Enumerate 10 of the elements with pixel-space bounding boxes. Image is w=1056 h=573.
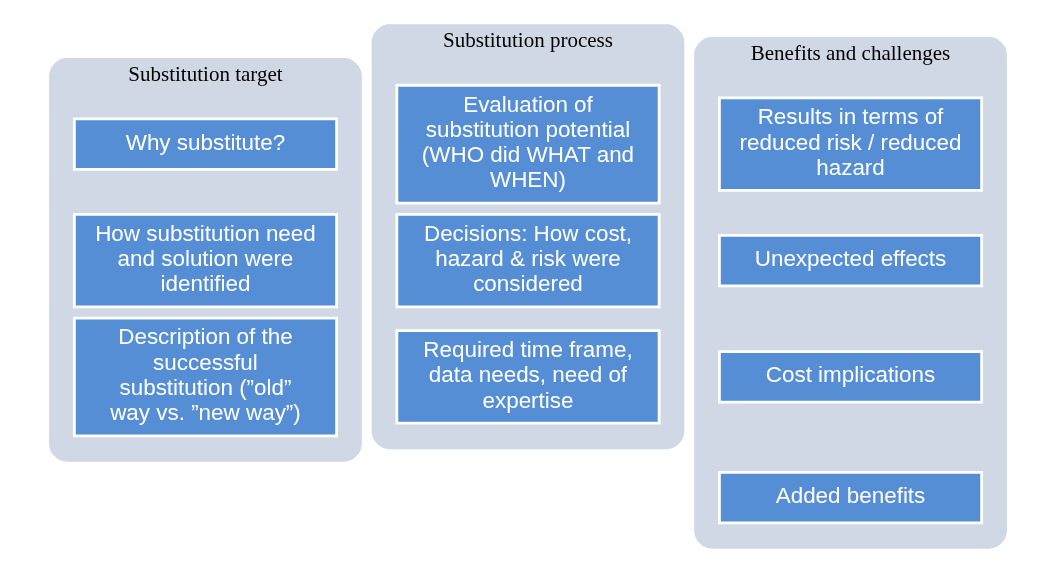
node-box: Evaluation of substitution potential (WHO did WHAT and WHEN) bbox=[395, 83, 661, 205]
node-box: Why substitute? bbox=[72, 117, 338, 171]
node-box: Added benefits bbox=[718, 470, 984, 525]
node-box: Unexpected effects bbox=[718, 233, 984, 288]
node-box: How substitution need and solution were identified bbox=[72, 212, 338, 309]
node-box: Description of the successful substitution (”old” way vs. ”new way”) bbox=[72, 316, 338, 438]
node-box: Cost implications bbox=[718, 350, 984, 404]
node-box: Required time frame, data needs, need of expertise bbox=[395, 329, 661, 425]
node-box: Decisions: How cost, hazard & risk were considered bbox=[395, 212, 661, 309]
node-box: Results in terms of reduced risk / reduced hazard bbox=[718, 96, 984, 192]
